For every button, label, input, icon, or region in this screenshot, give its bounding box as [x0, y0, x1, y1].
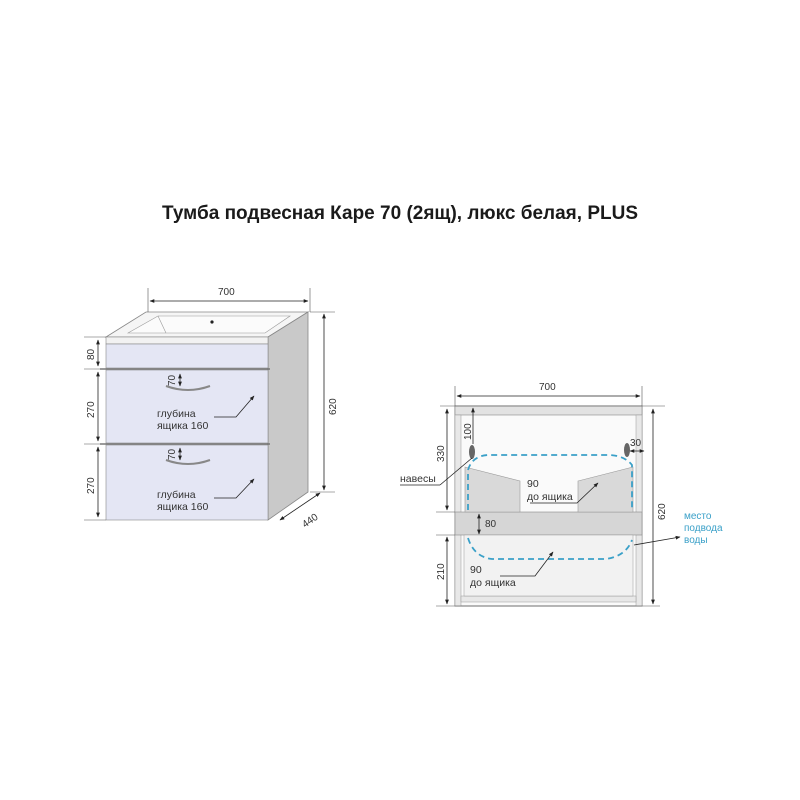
- shelf-height: 80: [485, 519, 497, 530]
- handle-1-height: 70: [167, 374, 178, 386]
- drawer-2-handle: [165, 459, 211, 465]
- upper-clearance-label: до ящика: [527, 491, 573, 503]
- upper-clearance-value: 90: [527, 478, 539, 490]
- hinge-right-icon: [624, 443, 630, 457]
- lower-clearance-value: 90: [470, 564, 482, 576]
- drawer-1-depth-line2: ящика 160: [157, 420, 208, 432]
- faucet-hole: [210, 320, 214, 324]
- hinges-label: навесы: [400, 473, 436, 485]
- hinge-left-icon: [469, 445, 475, 459]
- front-width: 700: [218, 287, 235, 298]
- drawer-2-depth-line2: ящика 160: [157, 501, 208, 513]
- cabinet-side: [267, 311, 309, 521]
- front-view: 70 70 глубина ящика 160 глубина ящика 16…: [84, 287, 339, 530]
- drawer-1-depth-line1: глубина: [157, 408, 196, 420]
- drawer-2-height: 270: [86, 477, 97, 494]
- section-view: 700 100 30 навесы 90 до ящика 80 90 до я…: [400, 382, 723, 607]
- drawer-2: [105, 444, 269, 521]
- handle-2-height: 70: [167, 448, 178, 460]
- water-outline-lower: [467, 537, 633, 560]
- product-title: Тумба подвесная Каре 70 (2ящ), люкс бела…: [161, 203, 638, 224]
- counter-edge: [105, 336, 269, 345]
- drawer-2-depth-line1: глубина: [157, 489, 196, 501]
- upper-height: 330: [436, 445, 447, 462]
- hinge-side-offset: 30: [630, 438, 642, 449]
- top-panel-height: 80: [86, 348, 97, 360]
- drawer-1-handle: [165, 385, 211, 391]
- front-depth: 440: [300, 512, 320, 531]
- drawer-1: [105, 369, 269, 444]
- top-panel: [105, 343, 269, 369]
- middle-shelf: [454, 511, 643, 536]
- lower-height: 210: [436, 563, 447, 580]
- water-label-2: подвода: [684, 523, 723, 534]
- drawer-1-height: 270: [86, 401, 97, 418]
- lower-clearance-label: до ящика: [470, 577, 516, 589]
- water-label-1: место: [684, 511, 712, 522]
- section-height: 620: [657, 503, 668, 520]
- hinge-offset: 100: [463, 423, 474, 440]
- section-width: 700: [539, 382, 556, 393]
- front-height: 620: [328, 398, 339, 415]
- basin-bowl: [126, 315, 291, 334]
- water-label-3: воды: [684, 535, 708, 546]
- upper-drawer-left: [464, 466, 521, 513]
